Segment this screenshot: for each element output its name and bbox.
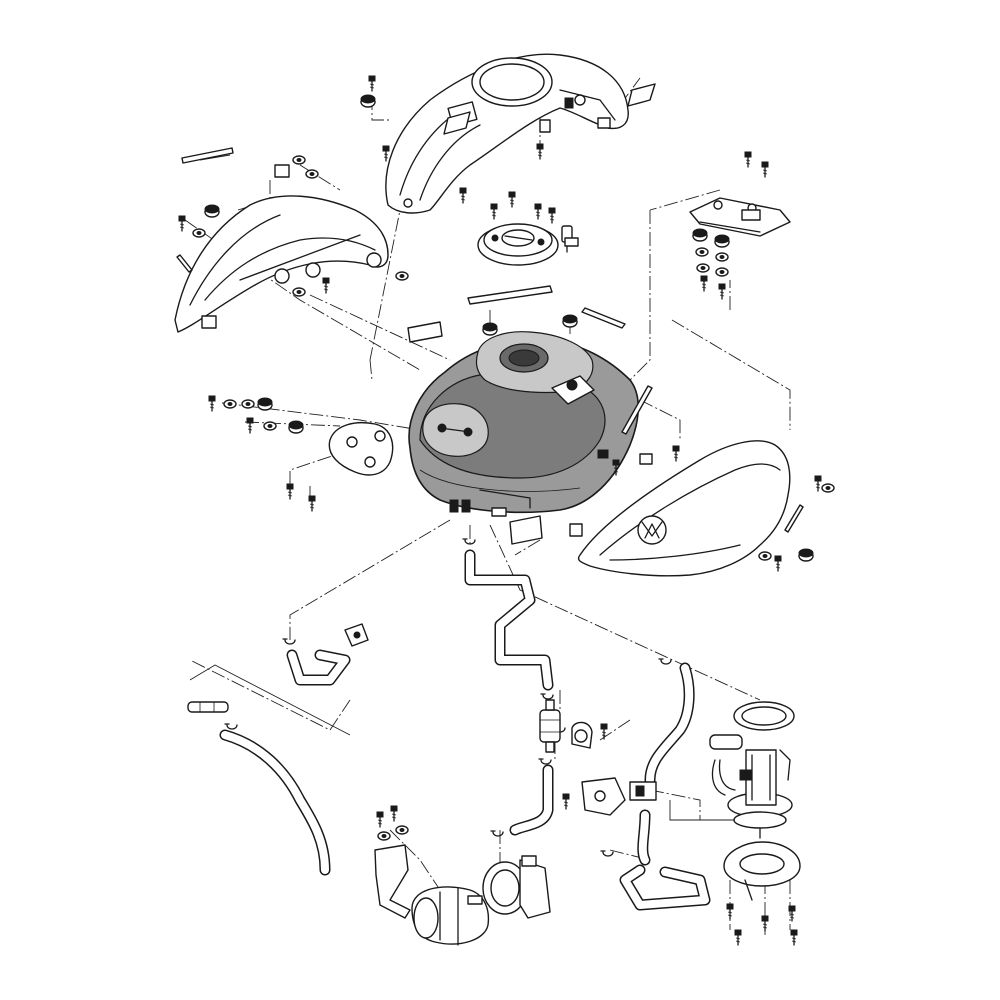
left-side-cover bbox=[174, 164, 389, 333]
tank-top-cover-label-plate bbox=[443, 83, 656, 135]
bolt-icon bbox=[490, 203, 498, 220]
bolt-icon bbox=[534, 203, 542, 220]
bolt-icon bbox=[459, 187, 467, 204]
grommet-icon bbox=[204, 204, 220, 218]
bolt-icon bbox=[368, 75, 376, 92]
washer-icon bbox=[241, 399, 255, 409]
pump-gasket bbox=[733, 701, 795, 731]
fuel-pump bbox=[709, 734, 793, 839]
bolt-icon bbox=[536, 143, 544, 160]
washer-icon bbox=[696, 263, 710, 273]
left-tank-mount-bracket bbox=[328, 422, 394, 476]
drain-pipe bbox=[187, 701, 229, 713]
bolt-icon bbox=[548, 207, 556, 224]
left-cover-strip bbox=[176, 147, 234, 273]
hose-clamp-icon bbox=[462, 538, 476, 545]
bolt-icon bbox=[390, 805, 398, 822]
hose-clamp-icon bbox=[490, 830, 504, 837]
bolt-icon bbox=[382, 145, 390, 162]
filter-bracket bbox=[571, 721, 593, 749]
bolt-icon bbox=[376, 811, 384, 828]
hose-clamp-icon bbox=[600, 850, 614, 857]
washer-icon bbox=[377, 831, 391, 841]
bolt-icon bbox=[600, 723, 608, 740]
pump-bracket bbox=[581, 777, 657, 816]
bolt-icon bbox=[308, 495, 316, 512]
canister-bracket bbox=[374, 844, 411, 919]
grommet-icon bbox=[288, 420, 304, 434]
washer-icon bbox=[758, 551, 772, 561]
tank-top-cover bbox=[385, 53, 629, 214]
fuel-cap-assembly bbox=[477, 223, 559, 266]
washer-icon bbox=[695, 247, 709, 257]
grommet-icon bbox=[714, 234, 730, 248]
bolt-icon bbox=[508, 191, 516, 208]
right-side-cover bbox=[569, 440, 791, 577]
tank-bracket bbox=[689, 197, 791, 237]
washer-icon bbox=[192, 228, 206, 238]
bolt-icon bbox=[814, 475, 822, 492]
bolt-icon bbox=[700, 275, 708, 292]
bolt-icon bbox=[208, 395, 216, 412]
grommet-icon bbox=[257, 397, 273, 411]
fuel-cap-key bbox=[561, 225, 579, 253]
bolt-icon bbox=[734, 929, 742, 946]
fuel-tank bbox=[408, 331, 640, 517]
washer-icon bbox=[715, 267, 729, 277]
washer-icon bbox=[715, 252, 729, 262]
hose-clamp-icon bbox=[282, 638, 296, 645]
bolt-icon bbox=[322, 277, 330, 294]
bolt-icon bbox=[774, 555, 782, 572]
washer-icon bbox=[263, 421, 277, 431]
bolt-icon bbox=[744, 151, 752, 168]
bolt-icon bbox=[790, 929, 798, 946]
grommet-icon bbox=[798, 548, 814, 562]
washer-icon bbox=[292, 287, 306, 297]
canister-holder bbox=[482, 855, 551, 919]
bolt-icon bbox=[562, 793, 570, 810]
fuel-filter bbox=[539, 699, 561, 753]
bolt-icon bbox=[178, 215, 186, 232]
bolt-icon bbox=[246, 417, 254, 434]
bolt-icon bbox=[761, 161, 769, 178]
bolt-icon bbox=[761, 915, 769, 932]
washer-icon bbox=[223, 399, 237, 409]
washer-icon bbox=[821, 483, 835, 493]
tank-rubber-strips bbox=[407, 285, 626, 343]
grommet-icon bbox=[482, 322, 498, 336]
washer-icon bbox=[305, 169, 319, 179]
right-cover-strip bbox=[621, 385, 804, 533]
bolt-icon bbox=[718, 283, 726, 300]
washer-icon bbox=[395, 825, 409, 835]
fuel-hoses bbox=[219, 549, 711, 911]
bolt-icon bbox=[726, 903, 734, 920]
hose-clamp-icon bbox=[540, 693, 554, 700]
tank-pad bbox=[509, 515, 543, 545]
grommet-icon bbox=[692, 228, 708, 242]
washer-icon bbox=[292, 155, 306, 165]
grommet-icon bbox=[360, 94, 376, 108]
hose-clamp-icon bbox=[224, 723, 238, 730]
canister bbox=[411, 886, 490, 946]
pump-retainer-plate bbox=[723, 841, 801, 901]
bolt-icon bbox=[286, 483, 294, 500]
bolt-icon bbox=[672, 445, 680, 462]
washer-icon bbox=[395, 271, 409, 281]
grommet-icon bbox=[562, 314, 578, 328]
hose-bracket bbox=[344, 623, 369, 647]
hose-clamp-icon bbox=[658, 658, 672, 665]
hose-clamp-icon bbox=[538, 758, 552, 765]
